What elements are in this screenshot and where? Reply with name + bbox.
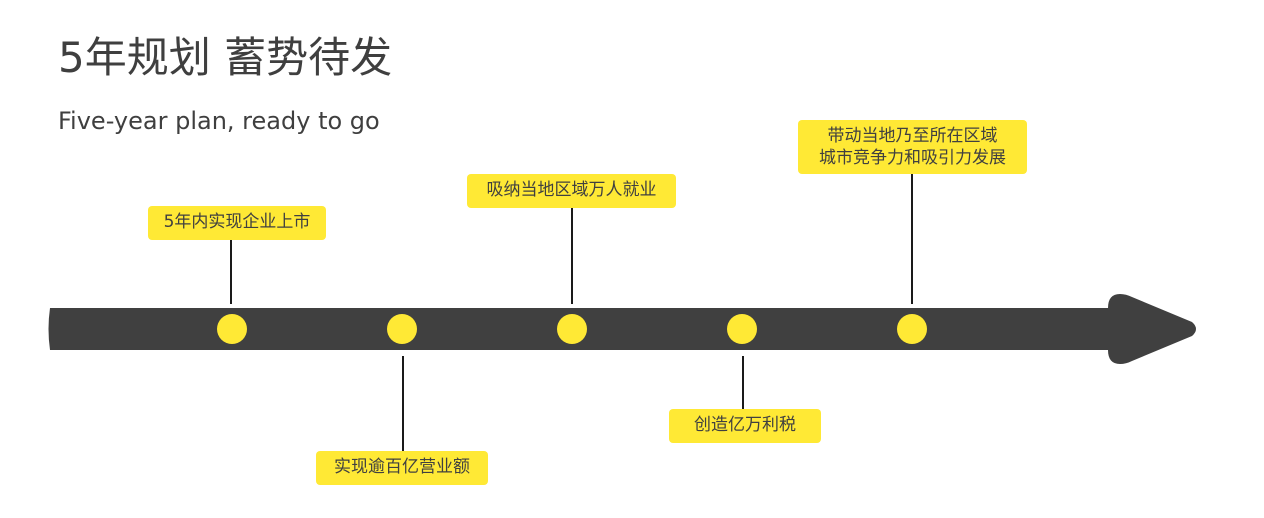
milestone-dot-3 <box>557 314 587 344</box>
timeline-arrow <box>48 294 1196 364</box>
page-title: 5年规划 蓄势待发 <box>58 33 393 82</box>
milestone-dot-1 <box>217 314 247 344</box>
milestone-text-5a: 带动当地乃至所在区域 <box>827 126 998 146</box>
milestone-text-3: 吸纳当地区域万人就业 <box>486 180 657 200</box>
milestone-dot-4 <box>727 314 757 344</box>
milestone-label-1: 5年内实现企业上市 <box>148 206 326 240</box>
milestone-dot-5 <box>897 314 927 344</box>
page-subtitle: Five-year plan, ready to go <box>58 107 380 135</box>
milestone-label-3: 吸纳当地区域万人就业 <box>467 174 676 208</box>
milestone-label-5: 带动当地乃至所在区域 城市竞争力和吸引力发展 <box>798 120 1027 174</box>
milestone-label-2: 实现逾百亿营业额 <box>316 451 488 485</box>
milestone-dot-2 <box>387 314 417 344</box>
milestone-label-4: 创造亿万利税 <box>669 409 821 443</box>
milestone-text-2: 实现逾百亿营业额 <box>334 457 470 477</box>
milestone-text-4: 创造亿万利税 <box>694 415 796 435</box>
milestone-text-1: 5年内实现企业上市 <box>163 212 311 232</box>
milestone-text-5b: 城市竞争力和吸引力发展 <box>819 148 1006 168</box>
